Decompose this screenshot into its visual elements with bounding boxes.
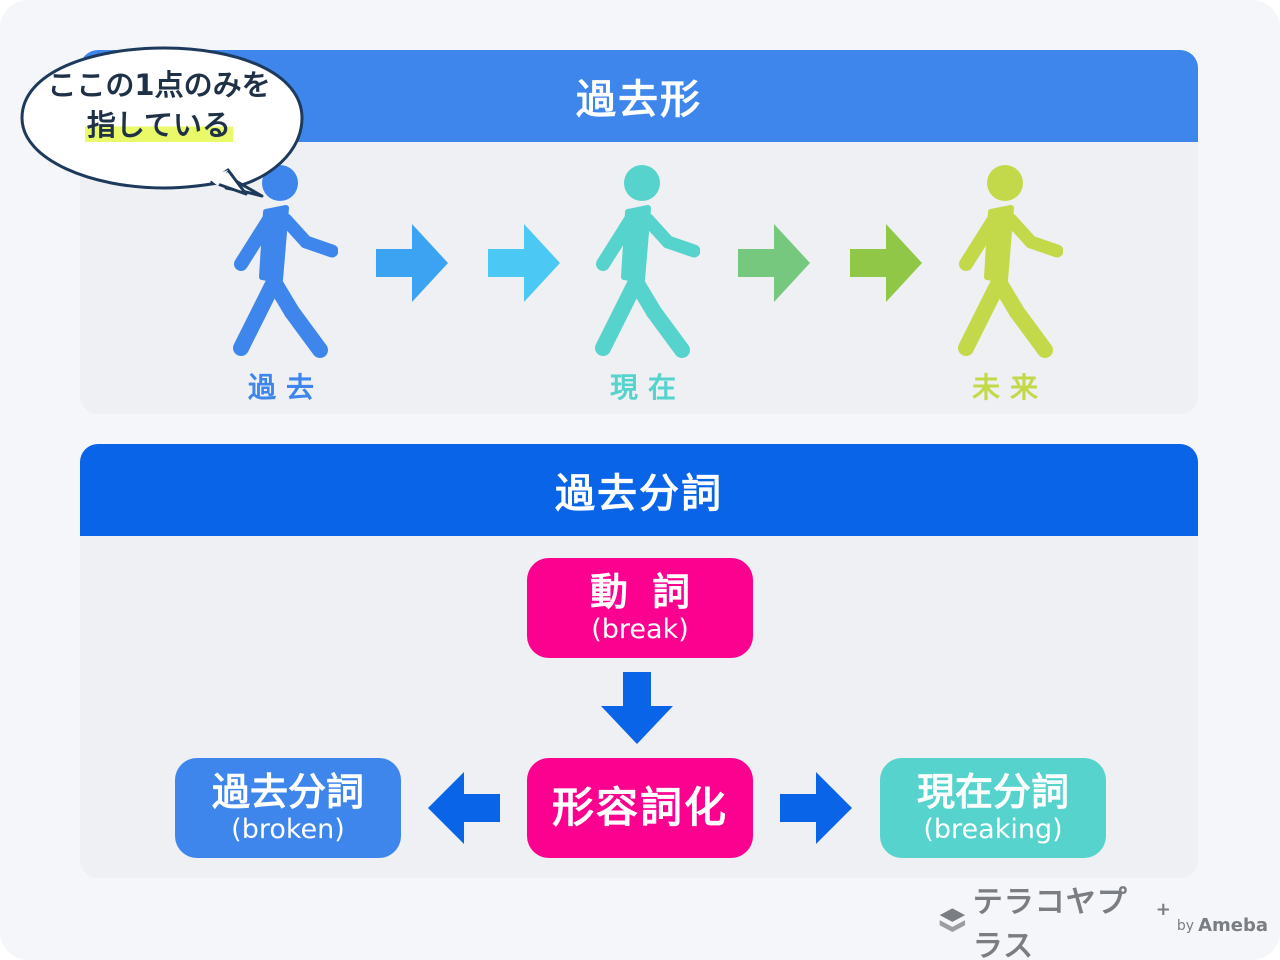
timeline-arrow-4-icon xyxy=(850,224,922,302)
bubble-text-line2: 指している xyxy=(24,102,294,144)
present-participle-box: 現在分詞 (breaking) xyxy=(880,758,1106,858)
timeline-arrow-2-icon xyxy=(488,224,560,302)
brand-partner: Ameba xyxy=(1198,914,1268,936)
down-arrow-icon xyxy=(601,672,673,744)
verb-box-title: 動詞 xyxy=(589,570,714,614)
brand-name: テラコヤプラス xyxy=(972,885,1128,960)
verb-box-sub: (break) xyxy=(591,614,689,645)
past-participle-box-title: 過去分詞 xyxy=(211,770,364,814)
left-arrow-icon xyxy=(428,772,500,844)
timeline-arrow-1-icon xyxy=(376,224,448,302)
present-participle-box-title: 現在分詞 xyxy=(916,770,1069,814)
label-present: 現在 xyxy=(609,371,686,404)
bubble-text-line1: ここの1点のみを xyxy=(47,68,271,102)
right-arrow-icon xyxy=(780,772,852,844)
adjectivization-box-title: 形容詞化 xyxy=(551,783,728,832)
walker-present-icon xyxy=(595,165,700,358)
past-participle-box-sub: (broken) xyxy=(231,814,345,845)
verb-box: 動詞 (break) xyxy=(527,558,753,658)
present-participle-box-sub: (breaking) xyxy=(923,814,1063,845)
brand-logo: テラコヤプラス + by Ameba xyxy=(938,885,1268,960)
past-participle-title: 過去分詞 xyxy=(80,444,1198,536)
brand-mark-icon xyxy=(939,908,966,932)
brand-by: by xyxy=(1176,918,1195,934)
label-future: 未来 xyxy=(971,371,1048,404)
past-participle-box: 過去分詞 (broken) xyxy=(175,758,401,858)
brand-plus: + xyxy=(1155,898,1171,920)
label-past: 過去 xyxy=(247,371,324,404)
adjectivization-box: 形容詞化 xyxy=(527,758,753,858)
bubble-highlight: 指している xyxy=(84,108,234,142)
timeline-arrow-3-icon xyxy=(738,224,810,302)
walker-future-icon xyxy=(958,165,1063,358)
walker-past-icon xyxy=(233,165,338,358)
